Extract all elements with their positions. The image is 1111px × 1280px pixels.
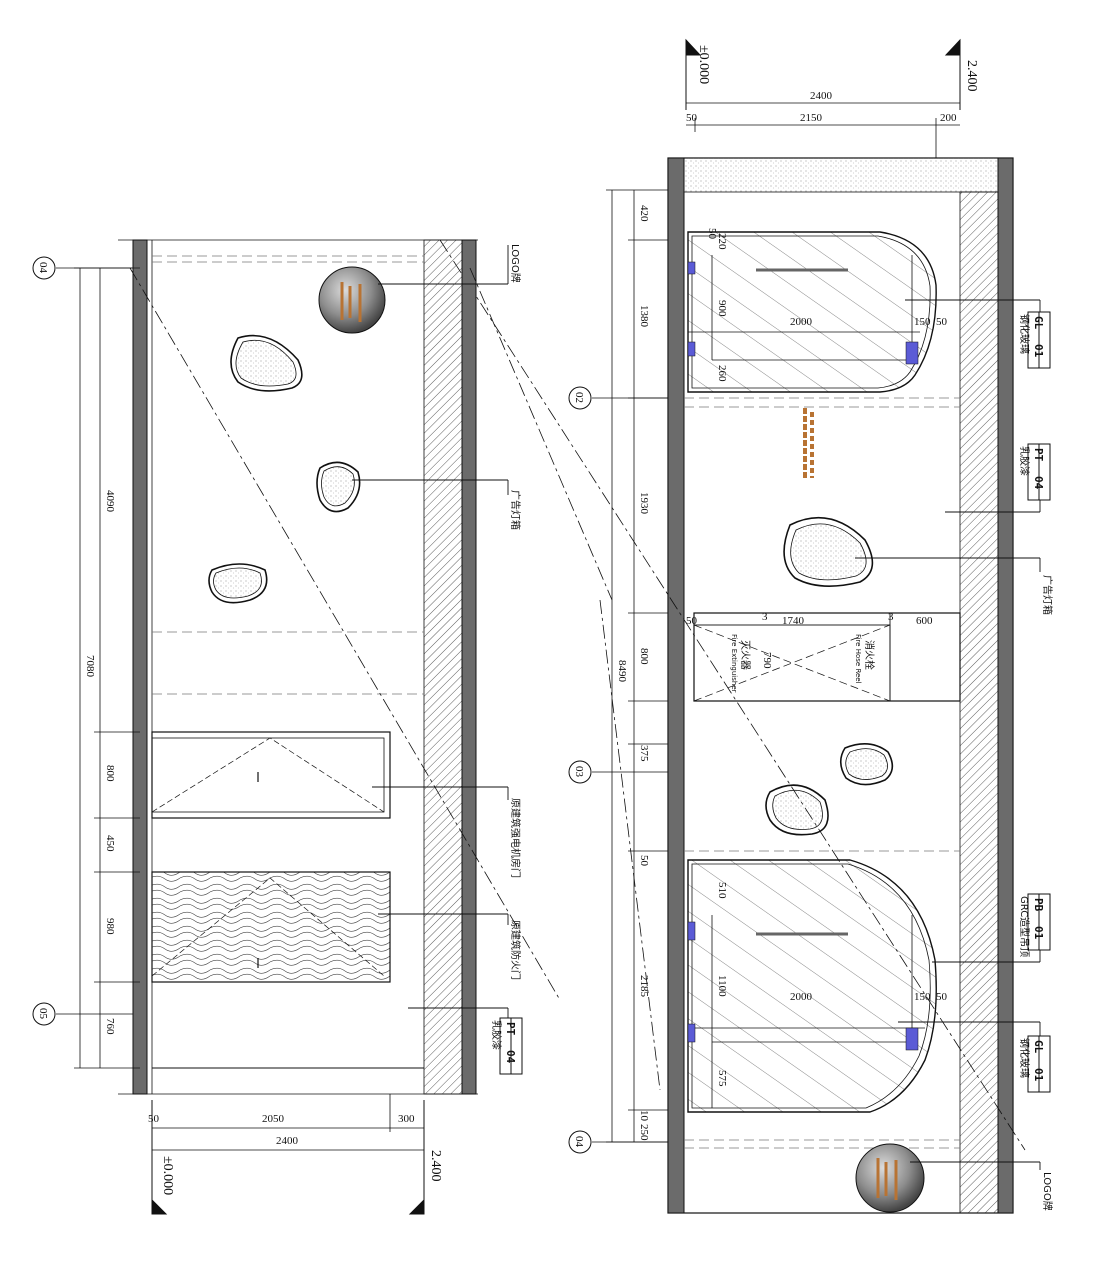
dim-7080: 7080 <box>84 655 96 678</box>
inner-50-upper: 50 <box>706 228 718 240</box>
inner-1100: 1100 <box>716 975 728 997</box>
dim-10: 10 <box>638 1110 650 1122</box>
left-text: ±0.000 2.400 50 2050 300 2400 4090 800 4… <box>37 244 522 1195</box>
level-top-left: 2.400 <box>428 1150 443 1182</box>
dim-total-right: 8490 <box>616 660 628 683</box>
inner-220: 220 <box>716 233 728 250</box>
tag-pt-right: PT <box>1032 448 1045 462</box>
dim-2400-left: 2400 <box>276 1135 299 1147</box>
dim-450: 450 <box>104 835 116 852</box>
lightbox-label-left: 广告灯箱 <box>509 490 522 530</box>
door-dim-50: 50 <box>686 615 698 627</box>
left-elevation <box>32 239 613 1215</box>
inner-150-upper: 150 <box>914 316 931 328</box>
lightbox-label-right: 广告灯箱 <box>1041 575 1054 615</box>
dim-width-total-right: 2400 <box>810 90 833 102</box>
inner-900: 900 <box>716 300 728 317</box>
dim-50-right: 50 <box>686 112 698 124</box>
tag-pb-name: GRC造型吊顶 <box>1018 896 1031 957</box>
tag-pb-num: 01 <box>1032 926 1045 940</box>
pebble-lightbox-4 <box>230 334 303 392</box>
inner-50-lower: 50 <box>936 991 948 1003</box>
pebble-lightbox-1 <box>783 517 874 587</box>
tag-pb: PB <box>1032 898 1045 912</box>
door2-label: 原建筑防火门 <box>509 920 522 980</box>
dim-375: 375 <box>638 745 650 762</box>
fire-extinguisher-cn: 灭火器 <box>739 640 751 670</box>
tag-pt-right-name: 乳胶漆 <box>1018 446 1031 476</box>
level-top-right: 2.400 <box>964 60 979 92</box>
tag-gl-lower-num: 01 <box>1032 1068 1045 1082</box>
inner-150-lower: 150 <box>914 991 931 1003</box>
tag-pt-left-num: 04 <box>504 1050 517 1064</box>
level-zero-right: ±0.000 <box>696 45 711 84</box>
tag-gl-upper: GL <box>1032 316 1045 330</box>
dim-4090: 4090 <box>104 490 116 513</box>
dim-2150-right: 2150 <box>800 112 823 124</box>
inner-2000-upper: 2000 <box>790 316 813 328</box>
tag-gl-upper-name: 钢化玻璃 <box>1018 314 1031 354</box>
level-zero-left: ±0.000 <box>160 1156 175 1195</box>
fire-hose-cn: 消火栓 <box>863 640 876 670</box>
axis-04-left: 04 <box>37 262 49 274</box>
tag-gl-lower: GL <box>1032 1040 1045 1054</box>
right-text: ±0.000 2.400 2400 50 2150 200 420 1380 1… <box>573 45 1054 1211</box>
tag-pt-right-num: 04 <box>1032 476 1045 490</box>
inner-50b-upper: 50 <box>936 316 948 328</box>
inner-510: 510 <box>716 882 728 899</box>
door-dim-1740: 1740 <box>782 615 805 627</box>
logo-sphere-right <box>855 1143 925 1213</box>
tag-pt-left: PT <box>504 1022 517 1036</box>
fire-hose-en: Fire Hose Reel <box>854 634 862 684</box>
pebble-lightbox-2 <box>839 743 894 786</box>
door-dim-600: 600 <box>916 615 933 627</box>
pebble-lightbox-5 <box>316 461 361 513</box>
axis-03: 03 <box>573 766 585 778</box>
door1-label: 原建筑强电机房门 <box>509 798 522 878</box>
right-elevation <box>439 38 1051 1214</box>
dim-2050: 2050 <box>262 1113 285 1125</box>
dim-800-left: 800 <box>104 765 116 782</box>
pebble-lightbox-6 <box>208 563 268 604</box>
fire-extinguisher-en: Fire Extinguisher <box>730 634 738 693</box>
axis-05: 05 <box>37 1008 49 1020</box>
logo-label-left: LOGO牌 <box>509 244 522 283</box>
tag-pt-left-name: 乳胶漆 <box>490 1020 503 1050</box>
tag-gl-lower-name: 钢化玻璃 <box>1018 1038 1031 1078</box>
dim-250: 250 <box>638 1124 650 1141</box>
dim-50-left: 50 <box>638 855 650 867</box>
tag-gl-upper-num: 01 <box>1032 344 1045 358</box>
inner-575: 575 <box>716 1070 728 1087</box>
logo-sphere-left <box>318 266 386 334</box>
dim-800-right: 800 <box>638 648 650 665</box>
dim-300: 300 <box>398 1113 415 1125</box>
logo-strips <box>803 408 814 480</box>
inner-2000-lower: 2000 <box>790 991 813 1003</box>
dim-1930: 1930 <box>638 492 650 515</box>
pebble-lightbox-3 <box>765 784 829 836</box>
door-dim-790: 790 <box>761 652 773 669</box>
dim-1380: 1380 <box>638 305 650 328</box>
dim-2185: 2185 <box>638 975 650 998</box>
axis-02: 02 <box>573 392 585 403</box>
door-dim-3b: 3 <box>888 611 894 623</box>
inner-260: 260 <box>716 365 728 382</box>
logo-label-right: LOGO牌 <box>1041 1172 1054 1211</box>
door-dim-3a: 3 <box>762 611 768 623</box>
axis-04-right: 04 <box>573 1136 585 1148</box>
dim-420: 420 <box>638 205 650 222</box>
dim-760: 760 <box>104 1018 116 1035</box>
dim-980: 980 <box>104 918 116 935</box>
dim-200-right: 200 <box>940 112 957 124</box>
dim-50-left-bottom: 50 <box>148 1113 160 1125</box>
